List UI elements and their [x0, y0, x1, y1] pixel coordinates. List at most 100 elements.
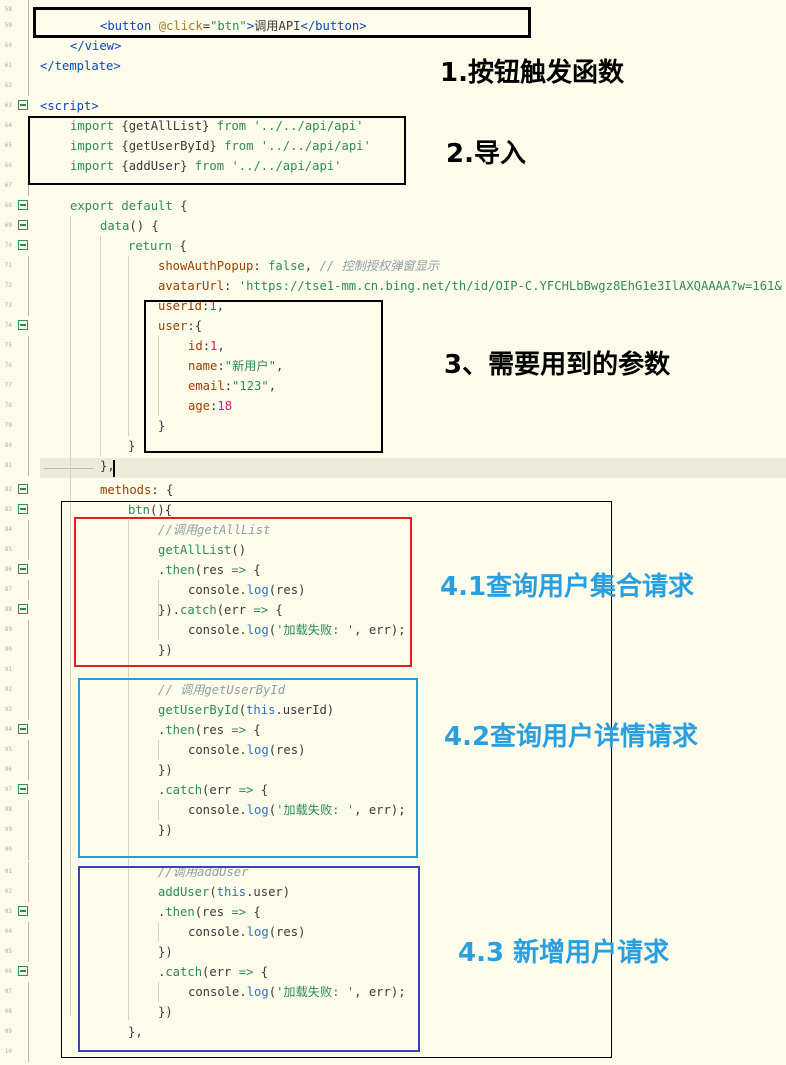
code-text: export default { — [70, 196, 187, 216]
line-gutter — [0, 0, 40, 1065]
code-line[interactable]: 06.catch(err => { — [0, 962, 786, 982]
code-line[interactable]: 05}) — [0, 942, 786, 962]
fold-toggle-icon[interactable] — [18, 504, 28, 514]
code-line[interactable]: 00 — [0, 840, 786, 860]
annotation-label-3: 3、需要用到的参数 — [444, 350, 671, 380]
fold-toggle-icon[interactable] — [18, 724, 28, 734]
code-text: getUserById(this.userId) — [158, 700, 334, 720]
fold-guide — [28, 620, 29, 640]
code-line[interactable]: 92// 调用getUserById — [0, 680, 786, 700]
code-line[interactable]: 90}) — [0, 640, 786, 660]
code-line[interactable]: 86.then(res => { — [0, 560, 786, 580]
code-token: btn — [128, 503, 151, 517]
code-token: console. — [188, 743, 247, 757]
code-line[interactable]: 58 — [0, 0, 786, 20]
fold-toggle-icon[interactable] — [18, 604, 28, 614]
code-line[interactable]: 03.then(res => { — [0, 902, 786, 922]
fold-toggle-icon[interactable] — [18, 220, 28, 230]
code-line[interactable]: 84//调用getAllList — [0, 520, 786, 540]
code-line[interactable]: 01//调用addUser — [0, 862, 786, 882]
code-line[interactable]: 99}) — [0, 820, 786, 840]
code-line[interactable]: 60</view> — [0, 36, 786, 56]
code-text: age:18 — [188, 396, 232, 416]
indent-guide — [158, 800, 159, 820]
code-line[interactable]: 63<script> — [0, 96, 786, 116]
code-line[interactable]: 94.then(res => { — [0, 720, 786, 740]
line-number: 05 — [4, 948, 12, 955]
code-token: (err — [216, 603, 254, 617]
code-line[interactable]: 08}) — [0, 1002, 786, 1022]
code-line[interactable]: 10 — [0, 1042, 786, 1062]
code-line[interactable]: 61</template> — [0, 56, 786, 76]
line-number: 90 — [4, 646, 12, 653]
code-token: log — [246, 925, 269, 939]
fold-toggle-icon[interactable] — [18, 100, 28, 110]
fold-toggle-icon[interactable] — [18, 484, 28, 494]
code-line[interactable]: 96}) — [0, 760, 786, 780]
code-line[interactable]: 88}).catch(err => { — [0, 600, 786, 620]
code-line[interactable]: 79} — [0, 416, 786, 436]
fold-guide — [28, 0, 29, 20]
fold-toggle-icon[interactable] — [18, 784, 28, 794]
fold-toggle-icon[interactable] — [18, 320, 28, 330]
fold-toggle-icon[interactable] — [18, 966, 28, 976]
line-number: 91 — [4, 666, 12, 673]
code-token: addUser — [158, 885, 210, 899]
fold-toggle-icon[interactable] — [18, 200, 28, 210]
code-token: ( — [268, 985, 277, 999]
code-token: console. — [188, 623, 247, 637]
code-line[interactable]: 09}, — [0, 1022, 786, 1042]
code-token: (res — [194, 563, 232, 577]
code-line[interactable]: 80} — [0, 436, 786, 456]
code-token: import — [70, 159, 122, 173]
fold-guide — [28, 862, 29, 882]
code-line[interactable]: 59<button @click="btn">调用API</button> — [0, 16, 786, 36]
fold-toggle-icon[interactable] — [18, 564, 28, 574]
code-text: //调用getAllList — [158, 520, 270, 540]
code-text: //调用addUser — [158, 862, 248, 882]
code-token: log — [246, 985, 269, 999]
code-text: return { — [128, 236, 187, 256]
code-line[interactable]: 81}, — [0, 456, 786, 476]
code-token: () — [231, 543, 247, 557]
code-text: } — [128, 436, 135, 456]
code-token: getUserById — [158, 703, 239, 717]
code-text: btn(){ — [128, 500, 172, 520]
code-line[interactable]: 91 — [0, 660, 786, 680]
fold-toggle-icon[interactable] — [18, 906, 28, 916]
fold-indicator-dash — [44, 468, 94, 469]
code-line[interactable]: 62 — [0, 76, 786, 96]
code-token: .userId) — [275, 703, 335, 717]
code-line[interactable]: 67 — [0, 176, 786, 196]
code-token: (res) — [268, 583, 306, 597]
code-line[interactable]: 97.catch(err => { — [0, 780, 786, 800]
code-token: "123" — [232, 379, 269, 393]
fold-toggle-icon[interactable] — [18, 240, 28, 250]
